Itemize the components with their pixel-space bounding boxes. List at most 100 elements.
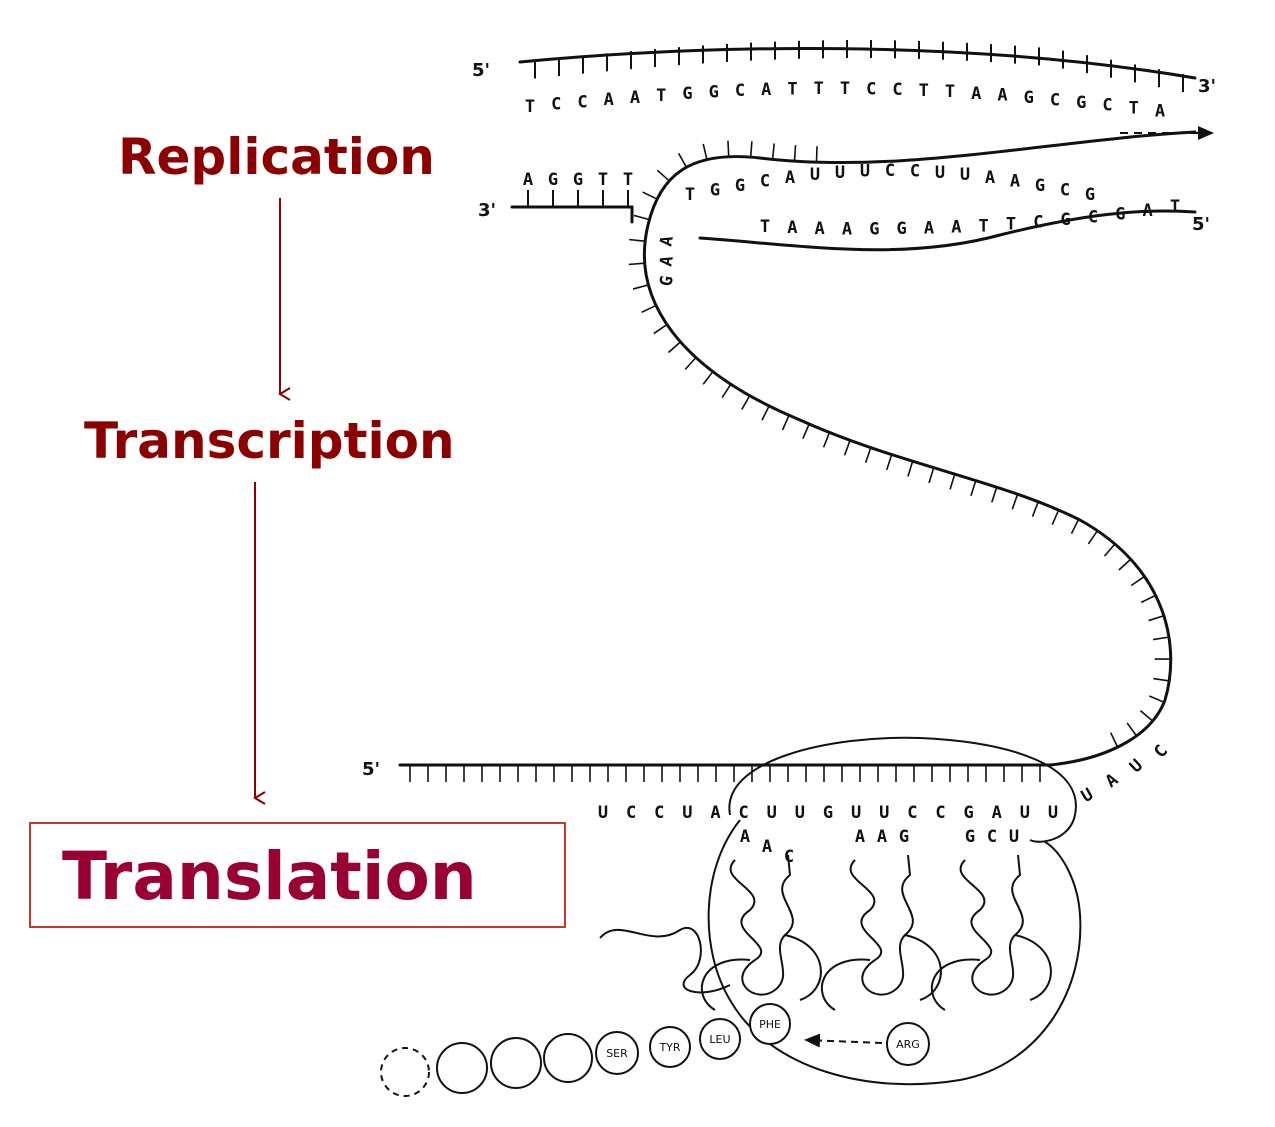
base-tick (721, 383, 732, 399)
dna-base: A (842, 219, 852, 239)
amino-acid-arg (886, 1022, 930, 1066)
amino-acid-bead (543, 1033, 593, 1083)
base-tick (1070, 518, 1080, 534)
lower-right-5prime-label: 5' (1192, 214, 1210, 235)
dna-base: G (1076, 93, 1086, 113)
mrna-base: C (739, 803, 749, 823)
mrna-base: U (1048, 803, 1058, 823)
rna-base: C (910, 161, 920, 181)
base-tick (907, 461, 914, 477)
base-tick (793, 145, 797, 162)
dna-base: T (656, 86, 666, 106)
mrna-base: G (823, 803, 833, 823)
dna-base: T (945, 82, 955, 102)
step-translation: Translation (62, 838, 477, 915)
mrna-base: G (964, 803, 974, 823)
top-strand-3prime-label: 3' (1198, 76, 1216, 97)
rna-base: G (1085, 185, 1095, 205)
dna-base: A (971, 84, 981, 104)
base-tick (656, 169, 670, 182)
amino-acid-incoming-arrow (804, 1033, 883, 1048)
rna-base: C (760, 172, 770, 192)
mrna-5prime-label: 5' (362, 759, 380, 780)
base-tick (1011, 493, 1019, 510)
base-tick (628, 262, 645, 266)
dna-base: T (598, 170, 608, 190)
base-tick (970, 480, 977, 497)
base-tick (642, 191, 658, 200)
base-tick (702, 143, 708, 160)
dna-base: T (840, 79, 850, 99)
anticodon-base: A (740, 827, 750, 847)
base-tick (1140, 594, 1156, 604)
base-tick (949, 473, 956, 490)
base-tick (1153, 677, 1170, 682)
mrna-base: U (795, 803, 805, 823)
base-tick (864, 447, 872, 464)
mrna-base: U (1126, 756, 1147, 778)
mrna-base: A (1102, 770, 1122, 792)
dna-base: C (1033, 213, 1043, 233)
mrna-base: U (598, 803, 608, 823)
base-tick (1118, 558, 1132, 571)
rna-base: T (685, 185, 695, 205)
mrna-base: U (682, 803, 692, 823)
rna-base: U (835, 163, 845, 183)
dna-base: A (630, 88, 640, 108)
base-tick (1152, 636, 1170, 641)
base-tick (741, 395, 751, 410)
amino-acid-leu (699, 1018, 741, 1060)
dna-base: A (787, 218, 797, 238)
mrna-base: U (1078, 784, 1097, 806)
base-tick (802, 423, 810, 440)
base-tick (928, 467, 935, 484)
dna-base: C (551, 95, 561, 115)
rna-base: A (785, 168, 795, 188)
base-tick (629, 238, 646, 243)
anticodon-base: A (762, 837, 772, 857)
amino-acid-label: SER (606, 1047, 628, 1060)
base-tick (843, 440, 851, 456)
dna-base: A (951, 218, 961, 238)
base-tick (1126, 722, 1138, 737)
base-tick (633, 214, 650, 221)
dna-base: C (892, 80, 902, 100)
step-transcription: Transcription (84, 412, 455, 470)
anticodon-base: A (855, 827, 865, 847)
base-tick (822, 432, 831, 448)
mrna-base: C (907, 803, 917, 823)
amino-acid-tyr (649, 1026, 691, 1068)
dna-base: T (623, 170, 633, 190)
dna-base: T (1170, 197, 1180, 217)
base-tick (677, 152, 688, 168)
base-tick (684, 356, 697, 370)
anticodon-base: A (877, 827, 887, 847)
base-tick (885, 454, 893, 471)
rna-base: A (1010, 172, 1020, 192)
base-tick (1149, 695, 1165, 704)
rna-base: U (960, 165, 970, 185)
amino-acid-label: PHE (759, 1018, 781, 1031)
rna-base: U (810, 165, 820, 185)
translation-highlight-box (29, 822, 566, 928)
step-replication: Replication (118, 128, 435, 186)
rna-base: G (656, 274, 677, 288)
dna-base: G (573, 170, 583, 190)
dna-base: G (869, 219, 879, 239)
dna-base: G (897, 219, 907, 239)
mrna-base: C (626, 803, 636, 823)
dna-base: T (760, 217, 770, 237)
base-tick (1130, 575, 1145, 587)
dna-base: A (1143, 201, 1153, 221)
base-tick (781, 414, 790, 431)
dna-base: G (1115, 204, 1125, 224)
dna-base: G (548, 170, 558, 190)
base-tick (815, 146, 818, 163)
rna-base: C (1060, 180, 1070, 200)
